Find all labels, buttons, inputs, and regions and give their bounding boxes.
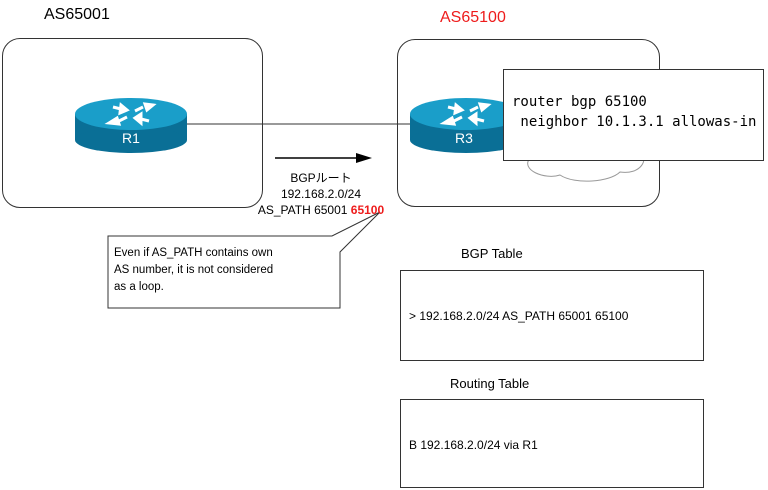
route-update-as-path: AS_PATH 65001 65100 — [236, 202, 406, 218]
config-line: router bgp 65100 — [512, 94, 647, 110]
callout-line: Even if AS_PATH contains own — [114, 247, 273, 259]
callout-note: Even if AS_PATH contains own AS number, … — [114, 245, 339, 296]
cloud-outline — [527, 149, 645, 182]
bgp-table: > 192.168.2.0/24 AS_PATH 65001 65100 — [400, 270, 704, 361]
update-arrowhead — [356, 153, 372, 163]
routing-table-entry: B 192.168.2.0/24 via R1 — [409, 438, 538, 452]
routing-table-title: Routing Table — [450, 376, 530, 391]
route-update-title: BGPルート — [290, 171, 352, 185]
callout-bubble — [107, 211, 381, 309]
as-path-text: AS_PATH 65001 — [257, 203, 351, 217]
bgp-table-entry: > 192.168.2.0/24 AS_PATH 65001 65100 — [409, 309, 629, 323]
route-update-prefix: 192.168.2.0/24 — [280, 187, 362, 201]
routing-table: B 192.168.2.0/24 via R1 — [400, 399, 704, 488]
router-r3-label: R3 — [455, 130, 473, 146]
config-box: router bgp 65100 neighbor 10.1.3.1 allow… — [503, 69, 764, 161]
as65100-label: AS65100 — [440, 9, 506, 26]
config-line: neighbor 10.1.3.1 allowas-in — [512, 114, 757, 130]
callout-line: as a loop. — [114, 281, 164, 293]
bgp-table-title: BGP Table — [461, 246, 523, 261]
router-r1-label: R1 — [122, 130, 140, 146]
router-r1[interactable]: R1 — [75, 96, 187, 156]
as65001-label: AS65001 — [44, 6, 110, 23]
route-update-info: BGPルート 192.168.2.0/24 AS_PATH 65001 6510… — [236, 170, 406, 218]
callout-line: AS number, it is not considered — [114, 264, 274, 276]
as-path-highlight: 65100 — [350, 203, 385, 217]
router-icon — [75, 98, 187, 153]
